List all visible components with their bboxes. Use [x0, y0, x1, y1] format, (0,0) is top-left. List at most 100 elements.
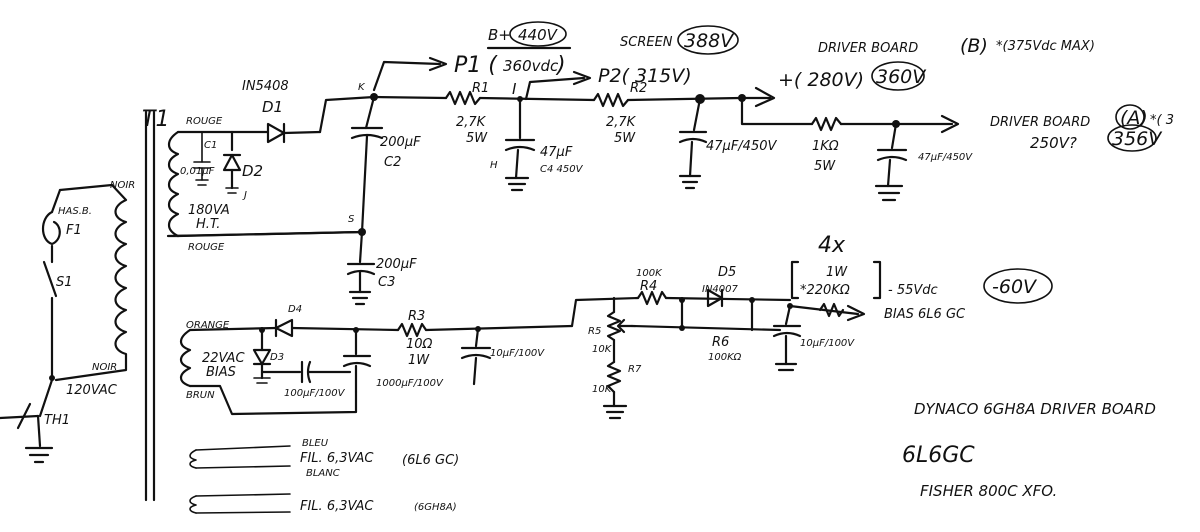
label-title1: DYNACO 6GH8A DRIVER BOARD — [914, 400, 1156, 418]
primary-circuit — [0, 183, 128, 464]
label-r1-val: 2,7K — [456, 115, 487, 130]
label-s: S — [348, 214, 355, 225]
label-d1: D1 — [262, 98, 283, 116]
label-driver-a: DRIVER BOARD — [990, 115, 1090, 130]
label-has: HAS.B. — [58, 206, 92, 217]
label-r4-val: 100K — [636, 268, 663, 279]
label-r-1k: 1KΩ — [812, 139, 839, 154]
label-blanc: BLANC — [306, 468, 340, 479]
label-120vac: 120VAC — [66, 383, 118, 398]
label-fil1: FIL. 6,3VAC — [300, 451, 374, 466]
label-r2-w: 5W — [614, 131, 636, 146]
label-driver-b-max: *(375Vdc MAX) — [996, 39, 1095, 54]
ht-secondary — [166, 95, 376, 238]
label-rouge-bottom: ROUGE — [188, 242, 225, 253]
label-r3: R3 — [408, 309, 425, 324]
label-cap-right: 47µF/450V — [918, 152, 973, 163]
label-r1-w: 5W — [466, 131, 488, 146]
label-r3-w: 1W — [408, 353, 430, 368]
label-screen: SCREEN — [620, 35, 673, 50]
label-noir-bottom: NOIR — [92, 362, 117, 373]
label-rouge-top: ROUGE — [186, 116, 223, 127]
label-d2: D2 — [242, 162, 263, 180]
label-k: K — [358, 82, 366, 93]
transformer-core — [144, 110, 156, 502]
bplus-rail — [372, 70, 960, 202]
label-c4: C4 450V — [540, 164, 584, 175]
label-r-1k-w: 5W — [814, 159, 836, 174]
label-noir-top: NOIR — [110, 180, 135, 191]
label-bplus: B+ — [488, 26, 511, 44]
label-c-100: 100µF/100V — [284, 388, 346, 399]
label-r2-val: 2,7K — [606, 115, 637, 130]
label-d5: D5 — [718, 265, 736, 280]
label-f1: F1 — [66, 223, 82, 238]
label-title2: 6L6GC — [902, 443, 975, 468]
label-fil2: FIL. 6,3VAC — [300, 499, 374, 514]
label-c3-val: 200µF — [376, 257, 417, 272]
label-p1-close: ) — [555, 53, 566, 78]
label-180va: 180VA — [188, 203, 230, 218]
label-ht: H.T. — [196, 217, 220, 232]
label-i: I — [512, 80, 517, 98]
label-p1: P1 ( — [454, 53, 498, 78]
label-c2-val: 200µF — [380, 135, 421, 150]
label-bleu: BLEU — [302, 438, 329, 449]
label-r4: R4 — [640, 279, 657, 294]
label-driver-a-extra: *( 3 — [1150, 113, 1174, 128]
label-d3: D3 — [270, 352, 284, 363]
label-4x: 4x — [818, 233, 846, 258]
label-driver-b: DRIVER BOARD — [818, 41, 918, 56]
label-h: H — [490, 160, 498, 171]
label-c1: C1 — [204, 140, 217, 151]
label-r6-val: 100KΩ — [708, 352, 742, 363]
label-p1-v: 360vdc — [503, 57, 559, 75]
label-c1-val: 0,01µF — [180, 166, 215, 177]
label-280v: +( 280V) — [778, 69, 864, 91]
label-250v: 250V? — [1030, 134, 1077, 152]
label-bias-tr: BIAS — [206, 365, 236, 380]
label-c2: C2 — [384, 155, 401, 170]
label-in5408: IN5408 — [242, 79, 289, 94]
bias-supply — [179, 260, 882, 420]
label-1w: 1W — [826, 265, 848, 280]
label-60v: -60V — [992, 276, 1038, 298]
label-fil1-tube: (6L6 GC) — [402, 453, 459, 468]
label-r3-val: 10Ω — [406, 337, 433, 352]
label-cap-mid: 47µF/450V — [706, 139, 777, 154]
label-c3: C3 — [378, 275, 395, 290]
label-c4-val: 47µF — [540, 145, 573, 160]
label-p2: P2( 315V) — [598, 65, 692, 87]
label-bplus-v: 440V — [518, 26, 559, 44]
label-orange: ORANGE — [186, 320, 230, 331]
label-t1: T1 — [142, 107, 169, 132]
label-fil2-tube: (6GH8A) — [414, 502, 457, 513]
label-c-1000: 1000µF/100V — [376, 378, 444, 389]
label-bias-out: BIAS 6L6 GC — [884, 307, 966, 322]
label-driver-a-tag: (A) — [1120, 107, 1148, 129]
label-r1: R1 — [472, 81, 489, 96]
label-r7-val: 10K — [592, 384, 613, 395]
label-j: J — [242, 190, 247, 201]
label-r5: R5 — [588, 326, 601, 337]
label-title3: FISHER 800C XFO. — [920, 482, 1057, 500]
label-55vdc: - 55Vdc — [888, 283, 938, 298]
label-c-10b: 10µF/100V — [800, 338, 855, 349]
label-r2: R2 — [630, 81, 647, 96]
label-s1: S1 — [56, 275, 73, 290]
filament-windings — [189, 445, 291, 514]
label-r6: R6 — [712, 335, 729, 350]
label-th1: TH1 — [44, 413, 70, 428]
label-22vac: 22VAC — [202, 351, 245, 366]
label-c-10a: 10µF/100V — [490, 348, 545, 359]
label-driver-b-tag: (B) — [960, 35, 988, 57]
labels: B+ 440V P1 ( 360vdc ) SCREEN 388V P2( 31… — [44, 21, 1174, 514]
label-356v: 356V — [1112, 128, 1163, 150]
label-screen-v: 388V — [684, 30, 735, 52]
label-360v: 360V — [876, 66, 927, 88]
label-r-220: *220KΩ — [800, 283, 850, 298]
label-r5-val: 10K — [592, 344, 613, 355]
label-r7: R7 — [628, 364, 642, 375]
label-d5-type: IN4007 — [702, 284, 739, 295]
